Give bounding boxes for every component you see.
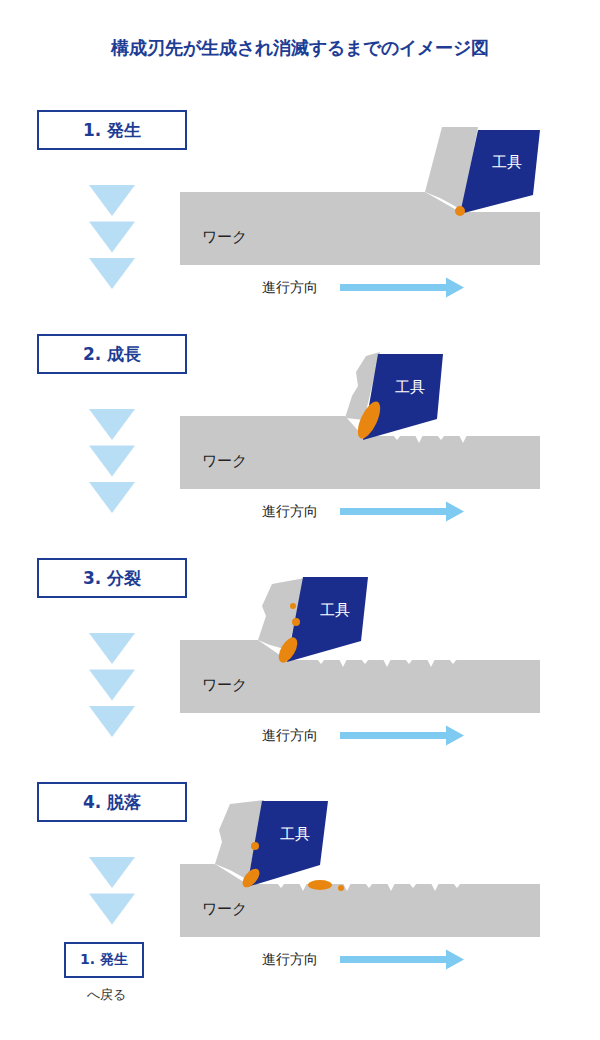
flow-arrow xyxy=(89,857,135,925)
return-note: へ戻る xyxy=(66,986,146,1004)
torn-surface xyxy=(449,659,457,664)
torn-surface xyxy=(361,659,369,664)
step-label: 3. 分裂 xyxy=(83,567,141,590)
flow-arrow xyxy=(89,185,135,289)
step-box: 3. 分裂 xyxy=(37,558,187,598)
diagram-title: 構成刃先が生成され消滅するまでのイメージ図 xyxy=(0,36,600,60)
feed-arrow xyxy=(340,726,464,746)
feed-arrow-shaft xyxy=(340,284,448,291)
feed-arrow xyxy=(340,278,464,298)
step-label: 1. 発生 xyxy=(83,119,141,142)
built-up-edge xyxy=(353,398,384,441)
feed-arrow xyxy=(340,950,464,970)
built-up-edge xyxy=(455,206,465,216)
torn-surface xyxy=(365,883,373,888)
torn-surface xyxy=(431,883,439,891)
direction-label: 進行方向 xyxy=(262,950,318,968)
workpiece: ワーク xyxy=(180,864,540,937)
step-box: 1. 発生 xyxy=(37,110,187,150)
built-up-edge xyxy=(292,618,300,626)
torn-surface xyxy=(387,883,395,891)
cutting-tool: 工具 xyxy=(287,577,368,662)
direction-label: 進行方向 xyxy=(262,278,318,296)
return-label: 1. 発生 xyxy=(80,951,128,969)
workpiece: ワーク xyxy=(180,640,540,713)
tool-shape xyxy=(460,130,540,214)
step-label: 4. 脱落 xyxy=(83,791,141,814)
tool-shape xyxy=(363,354,443,440)
cutting-tool: 工具 xyxy=(363,354,443,440)
torn-surface xyxy=(437,435,445,440)
workpiece-body xyxy=(180,640,540,713)
torn-surface xyxy=(427,659,435,667)
direction-label: 進行方向 xyxy=(262,502,318,520)
torn-surface xyxy=(459,435,467,443)
tool-label: 工具 xyxy=(395,378,425,397)
built-up-edge xyxy=(239,866,262,891)
workpiece-label: ワーク xyxy=(202,900,247,919)
workpiece-body xyxy=(180,864,540,937)
step-label: 2. 成長 xyxy=(83,343,141,366)
feed-arrow-shaft xyxy=(340,956,448,963)
built-up-edge xyxy=(338,885,344,891)
feed-arrow-head xyxy=(446,278,464,298)
torn-surface xyxy=(299,883,307,891)
step-box: 4. 脱落 xyxy=(37,782,187,822)
feed-arrow-head xyxy=(446,726,464,746)
built-up-edge xyxy=(308,880,332,890)
step-box: 2. 成長 xyxy=(37,334,187,374)
cutting-tool: 工具 xyxy=(247,801,328,887)
tool-label: 工具 xyxy=(280,825,310,844)
tool-body xyxy=(287,577,368,662)
tool-shape xyxy=(287,577,368,662)
workpiece-label: ワーク xyxy=(202,452,247,471)
feed-arrow-head xyxy=(446,950,464,970)
torn-surface xyxy=(383,659,391,667)
workpiece-label: ワーク xyxy=(202,228,247,247)
tool-shape xyxy=(247,801,328,887)
return-box: 1. 発生へ戻る xyxy=(64,942,144,978)
torn-surface xyxy=(339,659,347,667)
tool-body xyxy=(363,354,443,440)
torn-surface xyxy=(277,883,285,888)
torn-surface xyxy=(393,435,401,440)
feed-arrow xyxy=(340,502,464,522)
tool-label: 工具 xyxy=(320,601,350,620)
cutting-tool: 工具 xyxy=(460,130,540,214)
torn-surface xyxy=(343,883,351,891)
built-up-edge xyxy=(275,634,301,665)
built-up-edge xyxy=(251,842,259,850)
built-up-edge xyxy=(290,603,296,609)
torn-surface xyxy=(317,659,325,664)
workpiece-label: ワーク xyxy=(202,676,247,695)
feed-arrow-shaft xyxy=(340,732,448,739)
feed-arrow-head xyxy=(446,502,464,522)
torn-surface xyxy=(453,883,461,888)
tool-body xyxy=(460,130,540,214)
tool-label: 工具 xyxy=(492,153,522,172)
torn-surface xyxy=(409,883,417,888)
flow-arrow xyxy=(89,633,135,737)
torn-surface xyxy=(405,659,413,664)
torn-surface xyxy=(415,435,423,443)
flow-arrow xyxy=(89,409,135,513)
direction-label: 進行方向 xyxy=(262,726,318,744)
feed-arrow-shaft xyxy=(340,508,448,515)
